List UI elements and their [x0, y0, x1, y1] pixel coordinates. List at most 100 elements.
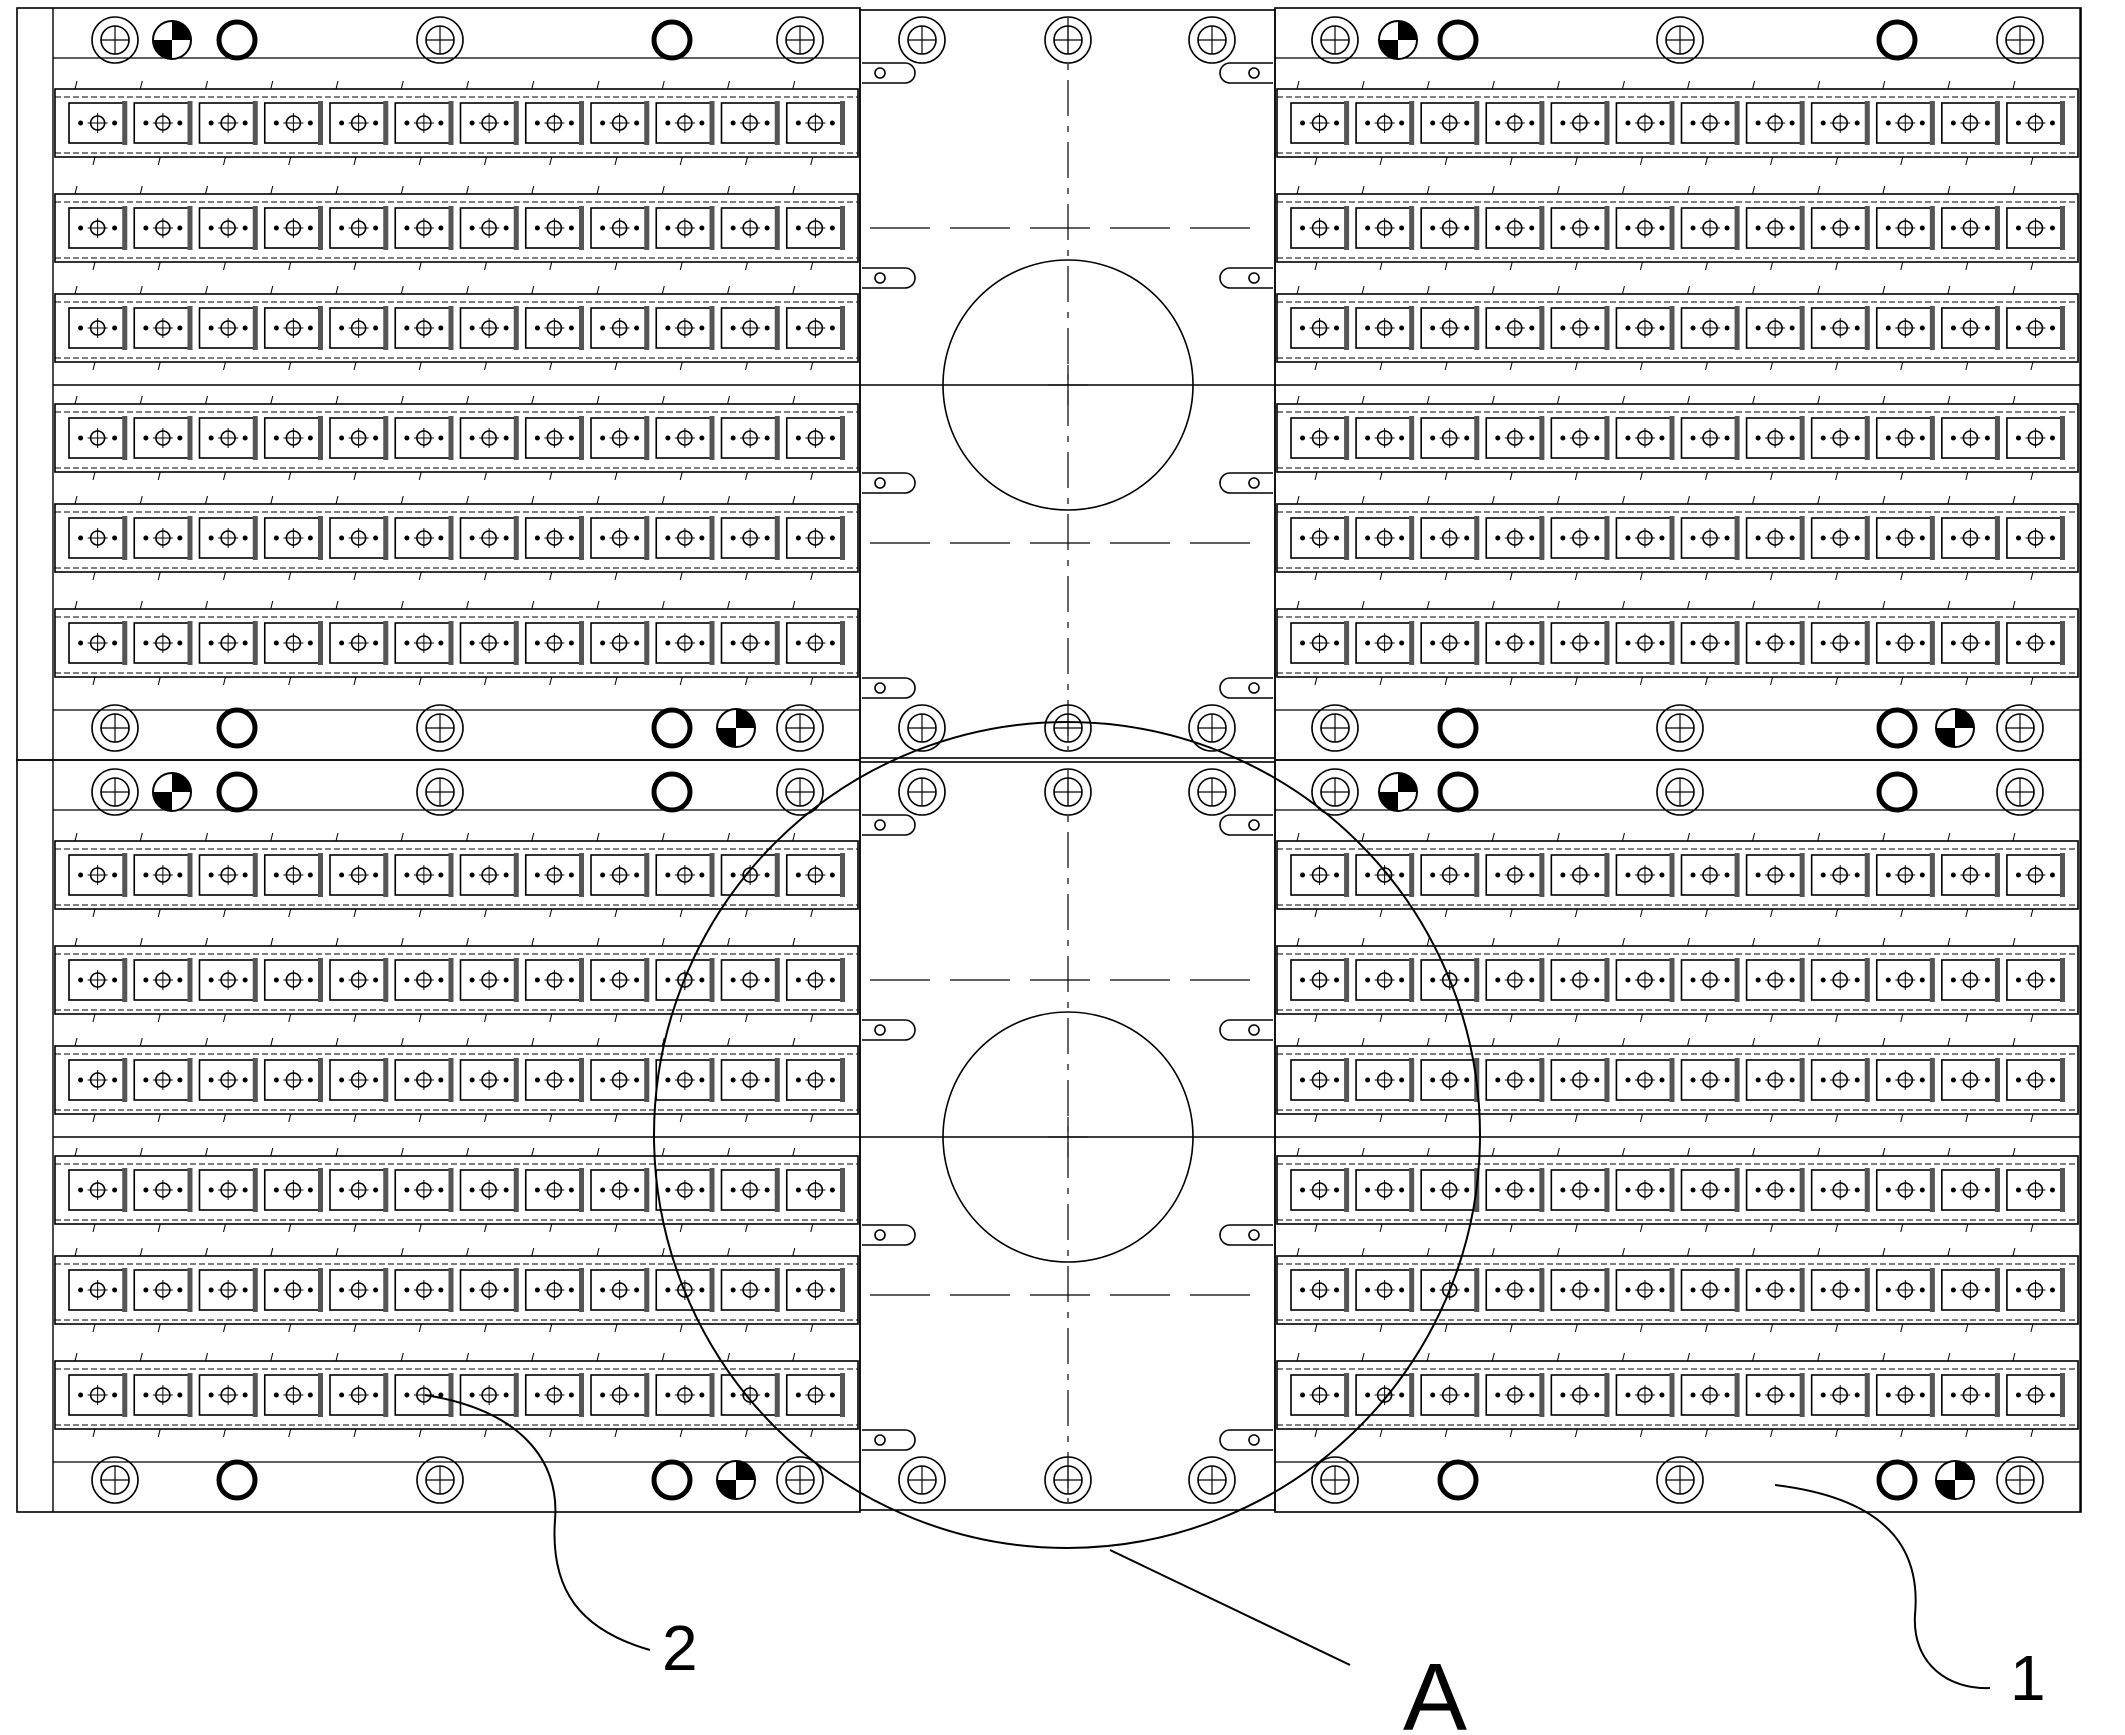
- cavity-strip: [54, 293, 859, 363]
- cavity-divider: [1344, 621, 1350, 665]
- cavity-dot: [829, 535, 835, 541]
- tick-mark: [270, 1247, 274, 1257]
- cavity-dot: [438, 120, 444, 126]
- cavity-dot: [339, 535, 345, 541]
- tick-mark: [614, 1428, 618, 1438]
- tick-mark: [205, 600, 208, 610]
- cavity-dot: [1950, 325, 1956, 331]
- tick-mark: [1379, 471, 1383, 481]
- cavity-divider: [840, 1058, 845, 1102]
- cavity-divider: [252, 206, 258, 250]
- tick-mark: [205, 937, 208, 947]
- cavity-dot: [1625, 535, 1631, 541]
- tick-mark: [679, 676, 683, 686]
- cavity-dot: [78, 325, 84, 331]
- cavity-dot: [1594, 977, 1600, 983]
- tick-mark: [1556, 495, 1560, 505]
- cavity-divider: [187, 1268, 193, 1312]
- cavity-dot: [534, 435, 540, 441]
- cavity-divider: [1864, 101, 1870, 145]
- cavity-dot: [1334, 1392, 1340, 1398]
- cavity-divider: [187, 621, 193, 665]
- datum-quadrant: [717, 728, 736, 747]
- tick-mark: [418, 676, 422, 686]
- cavity-divider: [187, 853, 193, 897]
- cavity-dot: [1984, 1187, 1990, 1193]
- cavity-divider: [252, 1058, 258, 1102]
- cavity-dot: [1919, 535, 1925, 541]
- cavity-divider: [1474, 621, 1480, 665]
- cavity-strip: [1276, 1045, 2079, 1115]
- cavity-dot: [795, 435, 801, 441]
- tick-mark: [679, 1113, 683, 1123]
- bolt-hole-icon: [898, 768, 946, 816]
- cavity-divider: [383, 516, 389, 560]
- tick-mark: [1314, 676, 1318, 686]
- cavity-dot: [177, 325, 183, 331]
- cavity-strip: [1276, 503, 2079, 573]
- tick-mark: [531, 185, 535, 195]
- tick-mark: [139, 495, 143, 505]
- cavity-divider: [318, 516, 323, 560]
- cavity-divider: [579, 516, 584, 560]
- cavity-divider: [644, 621, 650, 665]
- tick-mark: [1947, 1352, 1951, 1362]
- guide-pin-icon: [1437, 1459, 1479, 1501]
- cavity-divider: [383, 1373, 389, 1417]
- datum-quadrant: [1936, 728, 1955, 747]
- cavity-divider: [1344, 101, 1350, 145]
- cavity-dot: [1594, 120, 1600, 126]
- bolt-hole-icon: [898, 1456, 946, 1504]
- cavity-divider: [2060, 1268, 2065, 1312]
- cavity-divider: [579, 1373, 584, 1417]
- tick-mark: [745, 571, 748, 581]
- tick-mark: [418, 1323, 422, 1333]
- cavity-dot: [1984, 120, 1990, 126]
- tick-mark: [1817, 285, 1821, 295]
- cavity-divider: [1409, 958, 1415, 1002]
- cavity-dot: [242, 120, 248, 126]
- cavity-dot: [730, 1077, 736, 1083]
- cavity-divider: [840, 1268, 845, 1312]
- tick-mark: [1900, 676, 1904, 686]
- cavity-dot: [1365, 977, 1371, 983]
- cavity-strip: [1276, 1360, 2079, 1430]
- tick-mark: [400, 1352, 404, 1362]
- tick-mark: [1705, 908, 1708, 918]
- cavity-dot: [1594, 325, 1600, 331]
- tick-mark: [2030, 471, 2034, 481]
- tick-mark: [1900, 571, 1904, 581]
- tick-mark: [205, 395, 208, 405]
- tick-mark: [92, 1428, 96, 1438]
- tick-mark: [157, 361, 161, 371]
- cavity-dot: [1885, 225, 1891, 231]
- cavity-dot: [242, 325, 248, 331]
- cavity-dot: [1399, 1287, 1405, 1293]
- cavity-dot: [242, 1287, 248, 1293]
- cavity-dot: [1625, 1077, 1631, 1083]
- callout-A-label: A: [1403, 1644, 1467, 1735]
- tick-mark: [1444, 156, 1448, 166]
- tick-mark: [1770, 471, 1774, 481]
- cavity-dot: [1984, 225, 1990, 231]
- slot-ear: [1219, 677, 1273, 699]
- tick-mark: [74, 1247, 78, 1257]
- bolt-hole-icon: [1311, 704, 1359, 752]
- tick-mark: [549, 1323, 553, 1333]
- cavity-dot: [795, 1077, 801, 1083]
- tick-mark: [531, 285, 535, 295]
- cavity-dot: [1529, 225, 1535, 231]
- tick-mark: [1444, 1323, 1448, 1333]
- cavity-dot: [699, 640, 705, 646]
- tick-mark: [679, 471, 683, 481]
- cavity-divider: [383, 101, 389, 145]
- cavity-dot: [829, 225, 835, 231]
- cavity-divider: [187, 306, 193, 350]
- cavity-divider: [1344, 416, 1350, 460]
- tick-mark: [2030, 1428, 2034, 1438]
- cavity-dot: [307, 872, 313, 878]
- cavity-divider: [774, 1268, 780, 1312]
- tick-mark: [810, 1428, 814, 1438]
- cavity-strip: [1276, 945, 2079, 1015]
- cavity-divider: [2060, 306, 2065, 350]
